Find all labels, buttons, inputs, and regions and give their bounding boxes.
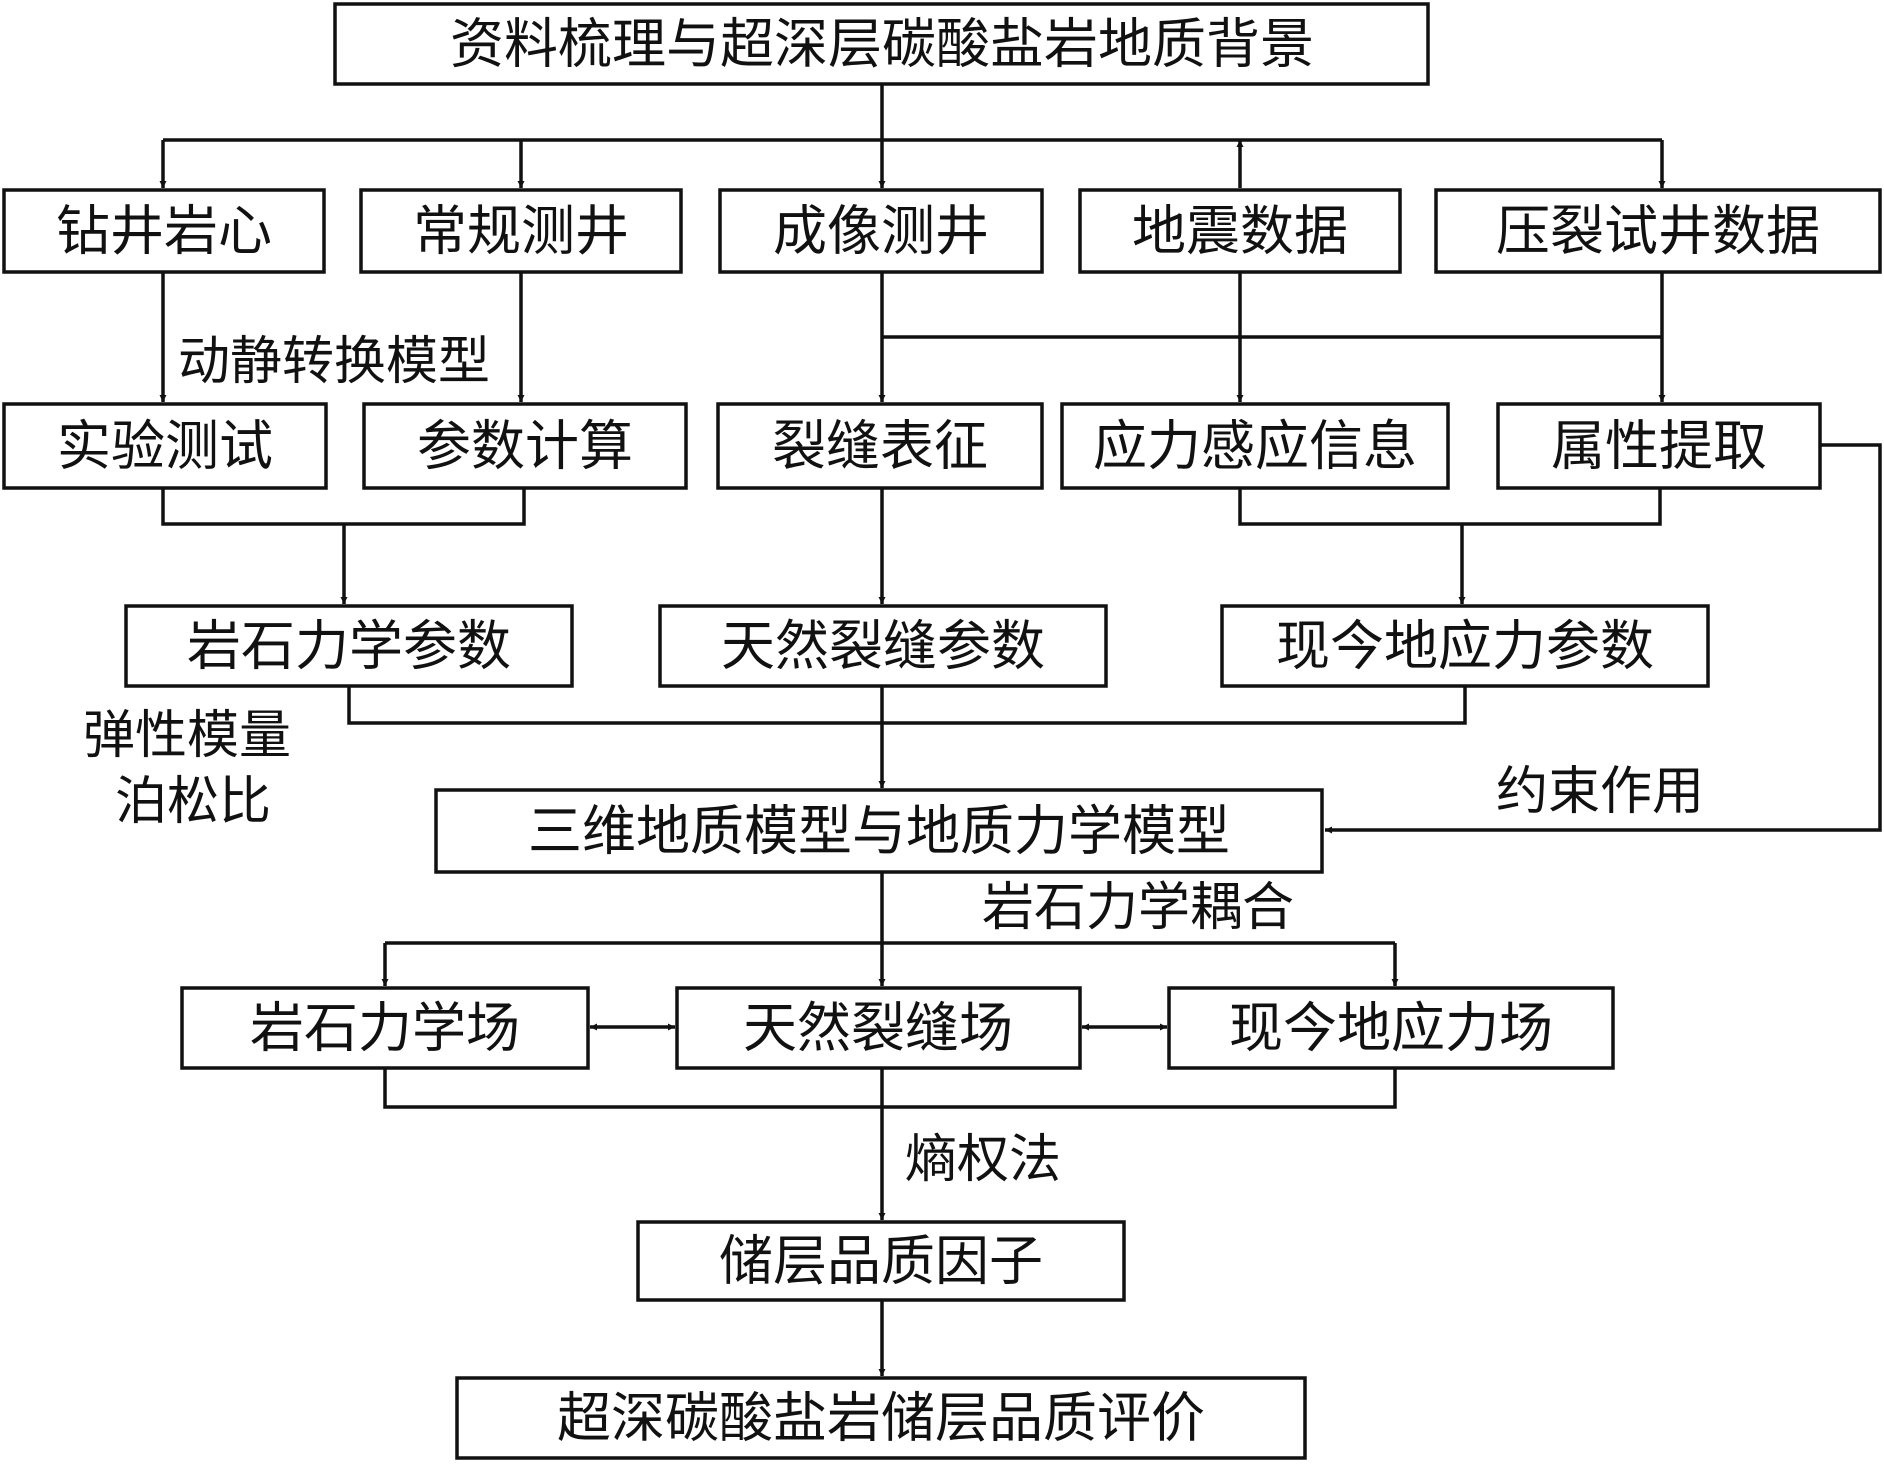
node-seismic-label: 地震数据 <box>1132 200 1348 263</box>
node-attr-extract-label: 属性提取 <box>1551 415 1767 478</box>
label-elastic-modulus: 弹性模量 <box>83 706 291 766</box>
node-background-label: 资料梳理与超深层碳酸盐岩地质背景 <box>450 13 1314 76</box>
node-param-calc: 参数计算 <box>362 402 688 490</box>
node-rock-field-label: 岩石力学场 <box>250 997 520 1060</box>
node-rock-mech-params-label: 岩石力学参数 <box>187 615 511 678</box>
arrow-constraint-loop <box>1325 443 1882 834</box>
node-frac-field: 天然裂缝场 <box>675 986 1082 1070</box>
connector-stress-attr-merge <box>1238 488 1662 526</box>
label-rock-mech-coupling: 岩石力学耦合 <box>982 878 1294 938</box>
node-lab-test-label: 实验测试 <box>57 415 273 478</box>
node-stress-info-label: 应力感应信息 <box>1093 415 1417 478</box>
node-fracture-char: 裂缝表征 <box>716 402 1044 490</box>
connector-fields-merge <box>383 1068 1397 1109</box>
node-quality-factor: 储层品质因子 <box>636 1220 1126 1302</box>
node-nat-frac-params-label: 天然裂缝参数 <box>721 615 1045 678</box>
node-frac-test-label: 压裂试井数据 <box>1496 200 1820 263</box>
node-nat-frac-params: 天然裂缝参数 <box>658 604 1108 688</box>
node-imaging-log: 成像测井 <box>718 188 1044 274</box>
node-param-calc-label: 参数计算 <box>417 415 633 478</box>
node-fracture-char-label: 裂缝表征 <box>772 415 988 478</box>
connector-lab-calc-merge <box>161 488 526 526</box>
node-imaging-log-label: 成像测井 <box>773 200 989 263</box>
node-stress-field-label: 现今地应力场 <box>1229 997 1553 1060</box>
connectors <box>159 84 1882 1376</box>
node-conventional-log: 常规测井 <box>359 188 683 274</box>
node-quality-factor-label: 储层品质因子 <box>719 1230 1043 1293</box>
node-frac-field-label: 天然裂缝场 <box>743 997 1013 1060</box>
label-dynamic-static-model: 动静转换模型 <box>178 332 490 392</box>
node-core: 钻井岩心 <box>2 188 326 274</box>
node-rock-field: 岩石力学场 <box>180 986 590 1070</box>
node-lab-test: 实验测试 <box>2 402 328 490</box>
node-background: 资料梳理与超深层碳酸盐岩地质背景 <box>333 2 1430 86</box>
node-evaluation: 超深碳酸盐岩储层品质评价 <box>455 1376 1307 1460</box>
connector-params-merge <box>347 686 1467 725</box>
node-seismic: 地震数据 <box>1078 188 1402 274</box>
node-model-3d: 三维地质模型与地质力学模型 <box>434 788 1324 874</box>
node-conventional-log-label: 常规测井 <box>413 200 629 263</box>
node-evaluation-label: 超深碳酸盐岩储层品质评价 <box>557 1387 1205 1450</box>
node-stress-info: 应力感应信息 <box>1060 402 1450 490</box>
node-core-label: 钻井岩心 <box>56 200 272 263</box>
label-entropy-weight: 熵权法 <box>905 1130 1061 1190</box>
label-poisson-ratio: 泊松比 <box>115 772 271 832</box>
node-frac-test: 压裂试井数据 <box>1434 188 1882 274</box>
label-constraint: 约束作用 <box>1496 762 1704 822</box>
node-stress-field: 现今地应力场 <box>1167 986 1615 1070</box>
node-model-3d-label: 三维地质模型与地质力学模型 <box>528 800 1230 863</box>
node-attr-extract: 属性提取 <box>1496 402 1822 490</box>
node-rock-mech-params: 岩石力学参数 <box>124 604 574 688</box>
node-stress-params: 现今地应力参数 <box>1220 604 1710 688</box>
node-stress-params-label: 现今地应力参数 <box>1276 615 1654 678</box>
